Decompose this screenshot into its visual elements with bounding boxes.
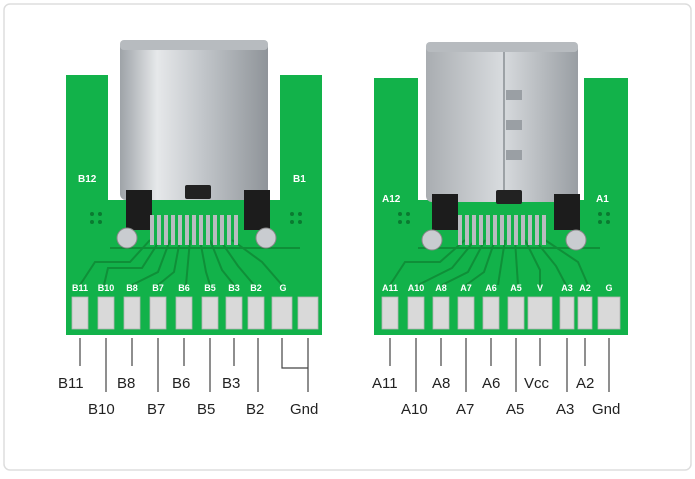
left-board-tab-left: [66, 75, 108, 215]
left-pin-label-b10: B10: [88, 401, 115, 418]
left-usbc-connector: [120, 40, 268, 200]
left-pin-label-b3: B3: [222, 375, 240, 392]
right-board-tab-right: [584, 78, 628, 218]
left-corner-label-b12: B12: [78, 174, 97, 185]
left-pad-silk-b11: B11: [72, 283, 88, 293]
left-pad-silk-b2: B2: [250, 283, 262, 293]
right-pad-silk-a6: A6: [485, 283, 497, 293]
right-usbc-connector: [426, 42, 578, 202]
right-pin-label-a11: A11: [372, 375, 398, 392]
left-pin-label-b8: B8: [117, 375, 135, 392]
right-pad-silk-a5: A5: [510, 283, 522, 293]
left-board-tab-right: [280, 75, 322, 215]
right-corner-label-a12: A12: [382, 194, 401, 205]
right-pad-silk-a2: A2: [579, 283, 591, 293]
right-pad-silk-g: G: [605, 283, 612, 293]
left-pin-label-b5: B5: [197, 401, 215, 418]
right-pad-labels: A11 A10 A8 A7 A6 A5 V A3 A2 G: [382, 283, 613, 293]
right-board-tab-left: [374, 78, 418, 218]
left-pad-labels: B11 B10 B8 B7 B6 B5 B3 B2 G: [72, 283, 287, 293]
left-corner-label-b1: B1: [293, 174, 306, 185]
right-pin-label-vcc: Vcc: [524, 375, 550, 392]
right-pin-label-a10: A10: [401, 401, 428, 418]
right-corner-label-a1: A1: [596, 194, 609, 205]
left-pad-silk-b7: B7: [152, 283, 164, 293]
right-pin-label-gnd: Gnd: [592, 401, 620, 418]
left-pad-silk-b8: B8: [126, 283, 138, 293]
right-pad-silk-a11: A11: [382, 283, 398, 293]
right-pin-label-a7: A7: [456, 401, 474, 418]
right-pad-silk-a10: A10: [408, 283, 425, 293]
right-pin-label-a2: A2: [576, 375, 594, 392]
left-pin-label-b11: B11: [58, 375, 84, 392]
right-pad-silk-a7: A7: [460, 283, 472, 293]
left-pad-silk-b5: B5: [204, 283, 216, 293]
left-pad-silk-b3: B3: [228, 283, 240, 293]
right-pad-silk-a3: A3: [561, 283, 573, 293]
left-pin-label-b7: B7: [147, 401, 165, 418]
right-pin-label-a5: A5: [506, 401, 524, 418]
right-pin-label-a8: A8: [432, 375, 450, 392]
left-pin-label-b2: B2: [246, 401, 264, 418]
left-pad-silk-b10: B10: [98, 283, 115, 293]
left-pad-silk-g: G: [279, 283, 286, 293]
right-pad-silk-a8: A8: [435, 283, 447, 293]
left-pin-label-b6: B6: [172, 375, 190, 392]
right-pad-silk-v: V: [537, 283, 543, 293]
left-pad-silk-b6: B6: [178, 283, 190, 293]
left-pin-label-gnd: Gnd: [290, 401, 318, 418]
right-pin-label-a3: A3: [556, 401, 574, 418]
right-pin-label-a6: A6: [482, 375, 500, 392]
